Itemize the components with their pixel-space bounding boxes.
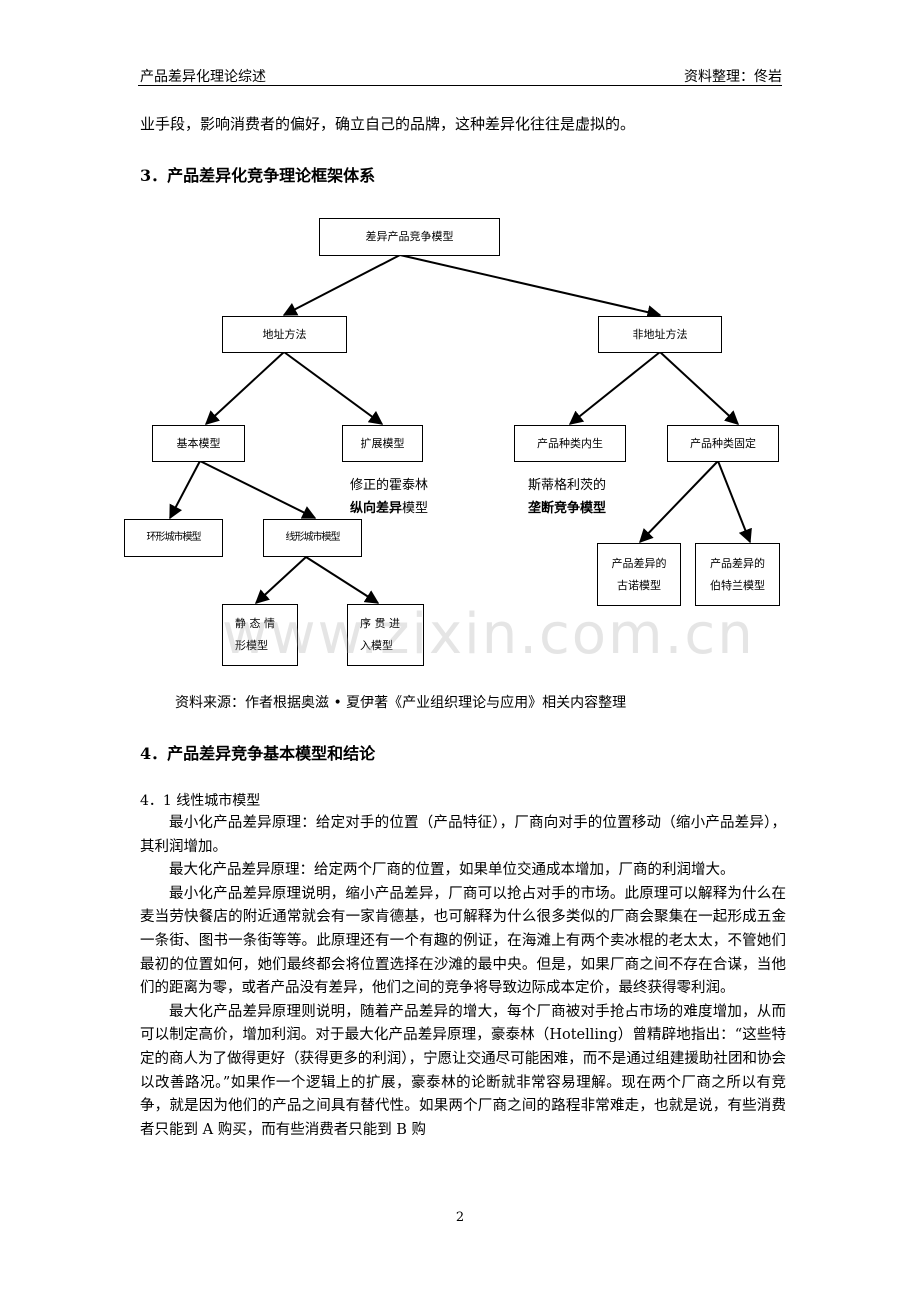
diagram-nonaddress-box: 非地址方法: [598, 316, 722, 353]
diagram-static-line1: 静 态 情: [235, 617, 275, 630]
diagram-circular-box: 环形城市模型: [124, 519, 223, 557]
note-left-bold: 纵向差异: [350, 501, 403, 516]
arrow-linear-sequential: [305, 556, 380, 604]
diagram-nonaddress-label: 非地址方法: [632, 327, 688, 341]
body-text: 最小化产品差异原理：给定对手的位置（产品特征），厂商向对手的位置移动（缩小产品差…: [140, 812, 786, 1142]
diagram-fixed-box: 产品种类固定: [667, 425, 779, 462]
arrow-nonaddress-endogenous: [568, 351, 661, 425]
section-3-heading: 3．产品差异化竞争理论框架体系: [140, 166, 376, 185]
diagram-linear-box: 线形城市模型: [263, 519, 362, 557]
header-divider: [138, 85, 782, 86]
note-right-line2: 垄断竞争模型: [528, 501, 607, 516]
diagram-bertrand-line2: 伯特兰模型: [710, 578, 765, 592]
arrow-nonaddress-fixed: [659, 351, 740, 425]
note-right-line1: 斯蒂格利茨的: [528, 478, 607, 493]
body-paragraph: 最小化产品差异原理：给定对手的位置（产品特征），厂商向对手的位置移动（缩小产品差…: [140, 815, 786, 855]
page-number: 2: [455, 1210, 465, 1225]
diagram-note-left: 修正的霍泰林 纵向差异模型: [350, 474, 428, 520]
diagram-static-line2: 形模型: [235, 639, 268, 652]
arrow-basic-circular: [169, 460, 201, 520]
arrow-address-extended: [283, 351, 384, 425]
arrow-root-nonaddress: [399, 254, 662, 319]
arrow-linear-static: [254, 556, 307, 604]
body-paragraph: 最大化产品差异原理则说明，随着产品差异的增大，每个厂商被对手抢占市场的难度增加，…: [140, 1003, 786, 1138]
arrow-address-basic: [204, 351, 285, 425]
diagram-root-box: 差异产品竞争模型: [319, 218, 500, 256]
diagram-circular-label: 环形城市模型: [146, 532, 202, 543]
diagram-bertrand-line1: 产品差异的: [710, 556, 765, 570]
diagram-sequential-line2: 入模型: [360, 639, 393, 652]
diagram-basic-label: 基本模型: [176, 436, 221, 450]
diagram-cournot-line1: 产品差异的: [611, 556, 667, 570]
arrow-root-address: [282, 254, 401, 316]
note-left-line1: 修正的霍泰林: [350, 478, 429, 493]
arrow-fixed-cournot: [639, 460, 719, 544]
diagram-sequential-box: 序 贯 进 入模型: [347, 604, 424, 666]
diagram-basic-box: 基本模型: [152, 425, 245, 462]
diagram-source: 资料来源：作者根据奥滋 • 夏伊著《产业组织理论与应用》相关内容整理: [175, 695, 627, 711]
diagram-address-box: 地址方法: [222, 316, 347, 353]
watermark: www.zixin.com.cn: [222, 602, 755, 667]
header-title: 产品差异化理论综述: [140, 69, 266, 85]
header-author: 资料整理：佟岩: [684, 69, 782, 85]
diagram-static-box: 静 态 情 形模型: [222, 604, 298, 666]
diagram-sequential-line1: 序 贯 进: [360, 617, 400, 630]
diagram-note-right: 斯蒂格利茨的 垄断竞争模型: [528, 474, 606, 520]
diagram-fixed-label: 产品种类固定: [690, 436, 756, 450]
diagram-endogenous-label: 产品种类内生: [537, 436, 603, 450]
diagram-linear-label: 线形城市模型: [285, 532, 341, 543]
intro-paragraph: 业手段，影响消费者的偏好，确立自己的品牌，这种差异化往往是虚拟的。: [140, 115, 636, 133]
diagram-address-label: 地址方法: [262, 327, 307, 341]
diagram-extended-label: 扩展模型: [360, 436, 405, 450]
note-left-tail: 模型: [402, 501, 429, 516]
diagram-bertrand-box: 产品差异的 伯特兰模型: [695, 543, 780, 606]
arrow-basic-linear: [199, 460, 317, 519]
diagram-cournot-line2: 古诺模型: [617, 578, 661, 592]
body-paragraph: 最大化产品差异原理：给定两个厂商的位置，如果单位交通成本增加，厂商的利润增大。: [169, 862, 735, 879]
arrow-fixed-bertrand: [717, 460, 752, 544]
diagram-connectors: [169, 254, 752, 604]
note-left-line2: 纵向差异模型: [350, 497, 428, 520]
diagram-extended-box: 扩展模型: [342, 425, 423, 462]
section-4-heading: 4．产品差异竞争基本模型和结论: [140, 744, 376, 763]
diagram-root-label: 差异产品竞争模型: [365, 230, 454, 243]
subsection-heading: 4．1 线性城市模型: [140, 793, 261, 809]
diagram-endogenous-box: 产品种类内生: [514, 425, 626, 462]
diagram-cournot-box: 产品差异的 古诺模型: [597, 543, 681, 606]
body-paragraph: 最小化产品差异原理说明，缩小产品差异，厂商可以抢占对手的市场。此原理可以解释为什…: [140, 885, 786, 997]
